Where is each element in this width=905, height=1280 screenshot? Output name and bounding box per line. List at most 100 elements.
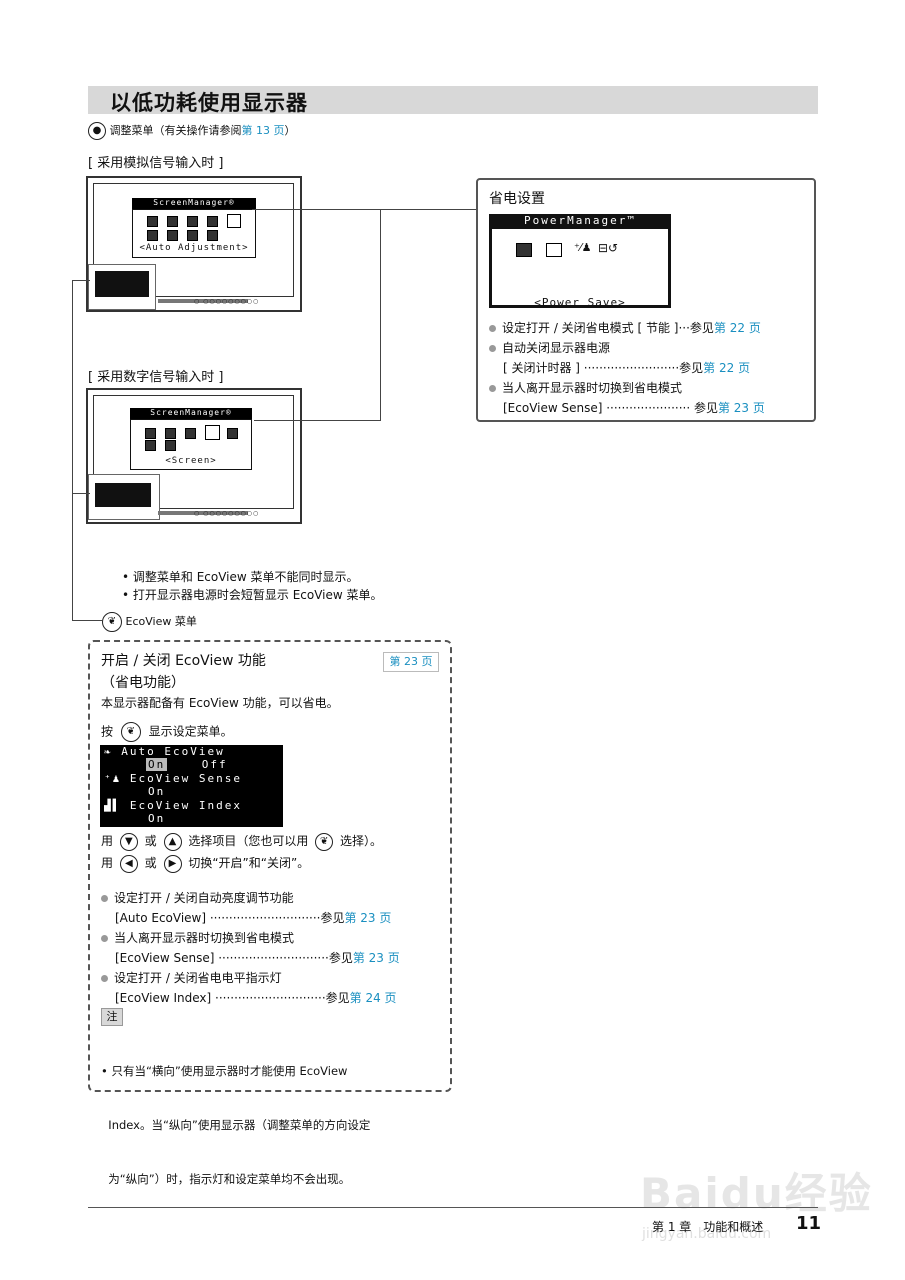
- digital-screenmanager-osd: ScreenManager® <Screen>: [130, 408, 252, 470]
- page-link-23[interactable]: 第 23 页: [717, 401, 765, 415]
- note-line: • 调整菜单和 EcoView 菜单不能同时显示。: [122, 570, 359, 584]
- page-link-22[interactable]: 第 22 页: [713, 321, 761, 335]
- ecoview-mini-callout: [88, 264, 156, 310]
- note-tag: 注: [101, 1008, 123, 1026]
- timer-icon: ⊟↺: [598, 241, 619, 255]
- info-icon: [145, 440, 156, 451]
- bullet-icon: [489, 345, 496, 352]
- info-icon: [167, 230, 178, 241]
- sound-icon: [187, 216, 198, 227]
- monitor-screen: [93, 395, 294, 509]
- list-item: 设定打开 / 关闭省电模式 [ 节能 ]···参见第 22 页: [489, 318, 809, 338]
- page-title: 以低功耗使用显示器: [110, 91, 308, 115]
- watermark-url: jingyan.baidu.com: [642, 1226, 772, 1242]
- bullet-icon: [101, 975, 108, 982]
- monitor-bezel-strip: [158, 299, 248, 303]
- adjust-menu-ref-suffix: ）: [284, 124, 296, 137]
- powermanager-icon: [205, 425, 220, 440]
- osd-body: <Screen>: [130, 419, 252, 470]
- note-line: 为“纵向”）时，指示灯和设定菜单均不会出现。: [101, 1172, 351, 1186]
- pm-osd-title: PowerManager™: [523, 214, 637, 227]
- auto-adjust-icon: [227, 214, 241, 228]
- osd-row-ecoview-index-value: On: [148, 812, 166, 825]
- down-button-icon: ▼: [119, 832, 138, 851]
- screen-icon: [165, 428, 176, 439]
- leaf-button-icon: ❦: [315, 832, 334, 851]
- ecoview-mini-osd: [95, 271, 149, 297]
- eco-note: • 只有当“横向”使用显示器时才能使用 EcoView Index。当“纵向”使…: [101, 1026, 370, 1206]
- person-sensor-icon: ⁺♟: [104, 772, 130, 785]
- leaf-button-icon: ❦: [120, 722, 141, 742]
- monitor-bezel-strip: [158, 511, 248, 515]
- osd-row-auto-ecoview: ❧ Auto EcoView: [104, 745, 225, 758]
- connector-eco-analog: [72, 280, 90, 281]
- watermark-logo: Baidu经验: [640, 1169, 873, 1218]
- person-sensor-icon: ⁺⁄♟: [574, 241, 592, 254]
- power-panel-heading: 省电设置: [489, 191, 545, 207]
- adjust-menu-ref: ● 调整菜单（有关操作请参阅第 13 页）: [88, 122, 296, 140]
- osd-value: Off: [201, 758, 228, 771]
- connector-vertical: [380, 209, 381, 421]
- monitor-off-icon: [546, 243, 562, 257]
- connector-eco-digital: [72, 493, 90, 494]
- others-icon: [227, 428, 238, 439]
- osd-body: <Auto Adjustment>: [132, 209, 256, 258]
- osd-row-ecoview-index: ▟▌ EcoView Index: [104, 799, 242, 812]
- osd-row-auto-ecoview-values: On Off: [146, 758, 228, 771]
- sound-icon: [185, 428, 196, 439]
- list-item-sub: [EcoView Sense] ························…: [115, 951, 400, 965]
- bullet-icon: [101, 935, 108, 942]
- monitor-buttons: ○ ○○○○○○○○○: [194, 510, 260, 517]
- powermanager-osd: PowerManager™ ⁺⁄♟ ⊟↺ <Power Save>: [489, 214, 671, 309]
- color-icon: [145, 428, 156, 439]
- list-item-sub: [EcoView Index] ························…: [115, 991, 397, 1005]
- osd-value-selected: On: [146, 758, 168, 771]
- page-link-22[interactable]: 第 22 页: [703, 361, 751, 375]
- osd-selected-label: <Screen>: [165, 456, 217, 466]
- list-item-sub: [Auto EcoView] ·························…: [115, 911, 392, 925]
- digital-monitor-illustration: ScreenManager® <Screen> ○ ○○○○○○○○○: [86, 388, 302, 524]
- page-link-23[interactable]: 第 23 页: [383, 652, 439, 672]
- eco-heading: 开启 / 关闭 EcoView 功能 （省电功能）: [101, 650, 266, 694]
- page-link-23[interactable]: 第 23 页: [352, 951, 400, 965]
- power-save-icon: [516, 243, 532, 257]
- note-line: • 只有当“横向”使用显示器时才能使用 EcoView: [101, 1064, 348, 1078]
- ecoview-menu-label: EcoView 菜单: [125, 615, 197, 628]
- list-item: 设定打开 / 关闭省电电平指示灯: [101, 968, 441, 988]
- page-link-13[interactable]: 第 13 页: [241, 124, 285, 137]
- right-button-icon: ▶: [163, 854, 182, 873]
- pm-osd-body: ⁺⁄♟ ⊟↺ <Power Save>: [492, 229, 668, 309]
- osd-title: ScreenManager®: [130, 408, 252, 419]
- adjust-menu-ref-prefix: （有关操作请参阅: [153, 124, 242, 137]
- eco-press-line: 按 ❦ 显示设定菜单。: [101, 722, 233, 742]
- note-line: Index。当“纵向”使用显示器（调整菜单的方向设定: [101, 1118, 371, 1132]
- color-icon: [147, 216, 158, 227]
- analog-monitor-illustration: ScreenManager® <Auto Adjustment> ○ ○○○○○…: [86, 176, 302, 312]
- connector-analog-to-power: [252, 209, 478, 210]
- leaf-icon: ❧: [104, 745, 122, 758]
- index-meter-icon: ▟▌: [104, 799, 130, 812]
- eco-heading-line2: （省电功能）: [101, 675, 185, 691]
- eco-instruction-2: 用 ◀ 或 ▶ 切换“开启”和“关闭”。: [101, 854, 309, 873]
- eco-list: 设定打开 / 关闭自动亮度调节功能 [Auto EcoView] ·······…: [101, 888, 441, 1008]
- connector-eco-menu: [72, 620, 102, 621]
- eco-instruction-1: 用 ▼ 或 ▲ 选择项目（您也可以用 ❦ 选择）。: [101, 832, 382, 851]
- up-button-icon: ▲: [163, 832, 182, 851]
- pm-osd-label: <Power Save>: [534, 296, 626, 309]
- list-item: 当人离开显示器时切换到省电模式: [101, 928, 441, 948]
- monitor-screen: [93, 183, 294, 297]
- input-icon: [207, 230, 218, 241]
- ecoview-mini-osd: [95, 483, 151, 507]
- bullet-icon: [489, 325, 496, 332]
- footer-divider: [88, 1207, 818, 1208]
- eco-intro: 本显示器配备有 EcoView 功能，可以省电。: [101, 696, 339, 710]
- ecoview-box: [88, 640, 452, 1092]
- ecoview-menu-ref: ❦ EcoView 菜单: [102, 612, 197, 632]
- page-link-23[interactable]: 第 23 页: [344, 911, 392, 925]
- eco-heading-line1: 开启 / 关闭 EcoView 功能: [101, 653, 266, 669]
- osd-row-ecoview-sense: ⁺♟ EcoView Sense: [104, 772, 242, 785]
- connector-digital-to-power: [254, 420, 381, 421]
- page-link-24[interactable]: 第 24 页: [349, 991, 397, 1005]
- note-line: • 打开显示器电源时会短暂显示 EcoView 菜单。: [122, 588, 383, 602]
- digital-heading: [ 采用数字信号输入时 ]: [88, 370, 224, 385]
